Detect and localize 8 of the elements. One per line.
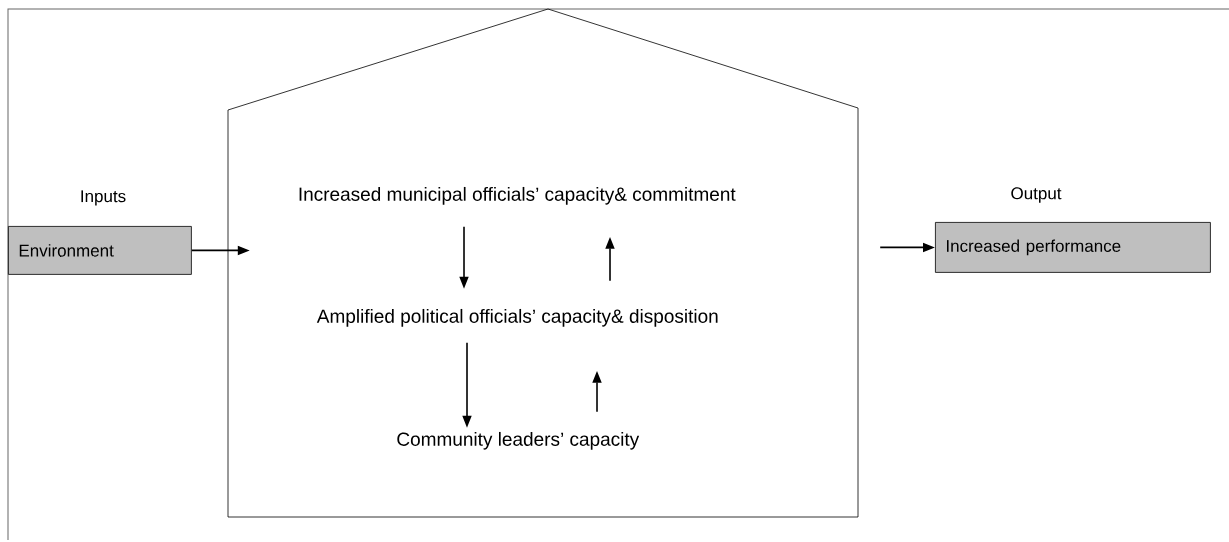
text-label: Community leaders’ capacity <box>397 431 640 450</box>
text-label: Increased municipal officials’ capacity& commitment <box>299 186 736 205</box>
text-label: Amplified political officials’ capacity& disposition <box>316 308 718 327</box>
process-box: Environment <box>8 226 192 275</box>
heading-label: Inputs <box>81 190 126 206</box>
heading-label: Output <box>1011 187 1062 203</box>
process-box: Increased performance <box>935 222 1211 273</box>
house-shape <box>227 8 859 518</box>
